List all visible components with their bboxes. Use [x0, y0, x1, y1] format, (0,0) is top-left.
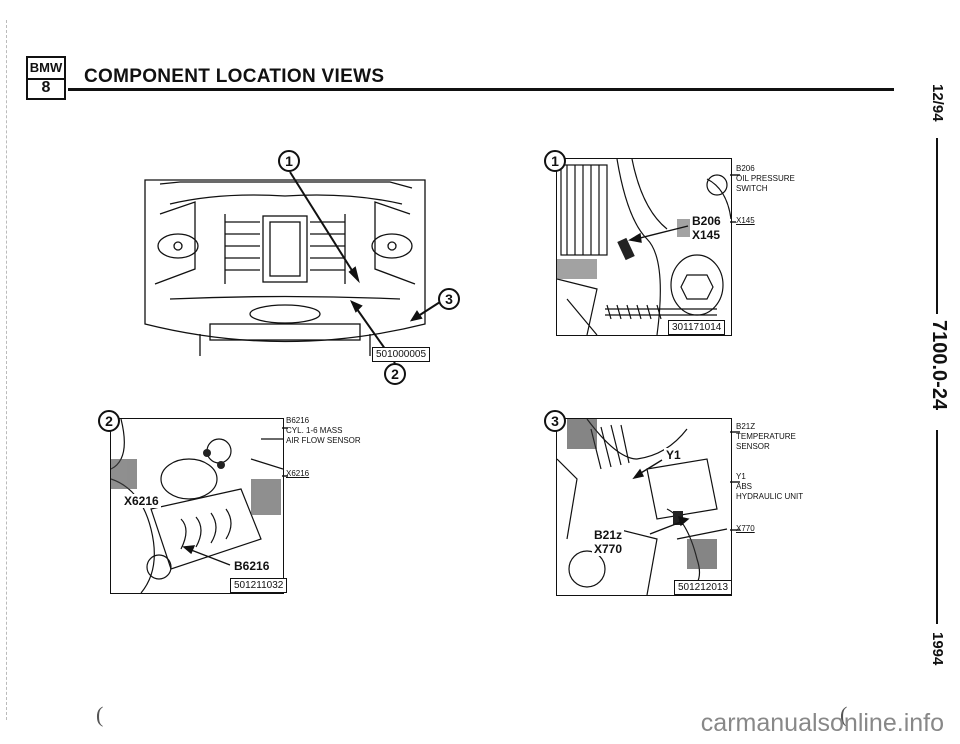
caption-line: AIR FLOW SENSOR [286, 436, 361, 445]
panel-2-caption-x6216: X6216 [286, 469, 309, 479]
bmw-logo: BMW 8 [26, 56, 66, 100]
overview-marker-3: 3 [438, 288, 460, 310]
caption-line: TEMPERATURE [736, 432, 796, 441]
panel-2-figure-code: 501211032 [230, 578, 288, 593]
panel-2-marker: 2 [98, 410, 120, 432]
panel-3-figure-code: 501212013 [674, 580, 733, 595]
caption-line: SWITCH [736, 184, 768, 193]
margin-line-1 [936, 138, 938, 314]
panel-3-caption-x770: X770 [736, 524, 755, 534]
scan-mark-left: ( [96, 702, 104, 727]
overview-marker-2: 2 [384, 363, 406, 385]
panel-1-callout-x145: X145 [690, 228, 723, 242]
panel-1-callout-b206: B206 [690, 214, 723, 228]
caption-id: X6216 [286, 469, 310, 478]
panel-3-drawing [557, 419, 728, 595]
panel-3-caption-b21z: B21z TEMPERATURE SENSOR [736, 422, 796, 452]
caption-id: Y1 [736, 472, 746, 481]
header-rule [68, 88, 894, 91]
photo-panel-3 [556, 418, 732, 596]
panel-1-caption-b206: B206 OIL PRESSURE SWITCH [736, 164, 795, 194]
caption-line: OIL PRESSURE [736, 174, 795, 183]
logo-text: BMW [28, 58, 64, 80]
panel-3-caption-y1: Y1 ABS HYDRAULIC UNIT [736, 472, 803, 502]
overview-figure-code: 501000005 [372, 347, 431, 362]
overview-marker-1: 1 [278, 150, 300, 172]
logo-model: 8 [41, 79, 51, 96]
caption-line: SENSOR [736, 442, 770, 451]
panel-1-caption-x145: X145 [736, 216, 755, 226]
engine-bay-overview [140, 174, 430, 356]
panel-2-callout-x6216: X6216 [122, 494, 161, 508]
engine-bay-drawing [144, 179, 426, 356]
margin-line-2 [936, 430, 938, 624]
panel-2-callout-b6216: B6216 [232, 559, 272, 573]
panel-3-callout-y1: Y1 [664, 448, 683, 462]
caption-line: ABS [736, 482, 753, 491]
scan-mark-right: ( [840, 702, 848, 727]
caption-line: HYDRAULIC UNIT [736, 492, 804, 501]
caption-id: B6216 [286, 416, 310, 425]
page-edge [6, 20, 7, 720]
panel-3-marker: 3 [544, 410, 566, 432]
panel-1-marker: 1 [544, 150, 566, 172]
caption-id: X145 [736, 216, 755, 225]
panel-3-callout-b21z: B21z [592, 528, 625, 542]
site-watermark: carmanualsonline.info [700, 709, 944, 737]
panel-2-drawing [111, 419, 283, 593]
caption-id: B21z [736, 422, 756, 431]
caption-id: B206 [736, 164, 755, 173]
page-title: COMPONENT LOCATION VIEWS [84, 66, 385, 87]
panel-1-figure-code: 301171014 [668, 320, 726, 335]
caption-line: CYL. 1-6 MASS [286, 426, 343, 435]
panel-3-callout-x770: X770 [592, 542, 625, 556]
caption-id: X770 [736, 524, 755, 533]
panel-2-caption-b6216: B6216 CYL. 1-6 MASS AIR FLOW SENSOR [286, 416, 361, 446]
photo-panel-1 [556, 158, 732, 336]
